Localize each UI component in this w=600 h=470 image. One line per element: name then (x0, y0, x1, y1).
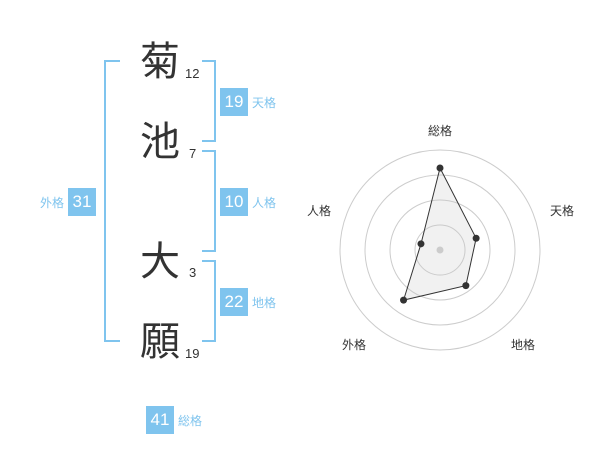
radar-point-1 (472, 234, 480, 242)
kanji-2: 池 (140, 119, 180, 165)
radar-label-gaikaku: 外格 (342, 338, 367, 352)
radar-ring-4 (339, 149, 541, 351)
soukaku-label: 総格 (178, 413, 203, 428)
radar-label-tenkaku: 天格 (550, 204, 575, 218)
radar-ring-1 (414, 224, 466, 276)
soukaku-badge: 41 総格 (146, 406, 206, 434)
gaikaku-label: 外格 (40, 195, 65, 210)
tenkaku-badge: 19 天格 (220, 88, 280, 116)
radar-ring-3 (364, 174, 516, 326)
radar-label-chikaku: 地格 (511, 338, 536, 352)
jinkaku-badge: 10 人格 (220, 188, 280, 216)
stroke-count-4: 19 (185, 346, 200, 361)
radar-ring-2 (389, 199, 491, 301)
jinkaku-value: 10 (220, 188, 248, 216)
tenkaku-label: 天格 (252, 95, 277, 110)
tenkaku-value: 19 (220, 88, 248, 116)
radar-series-polygon (402, 166, 477, 301)
radar-label-jinkaku: 人格 (307, 204, 332, 218)
chikaku-value: 22 (220, 288, 248, 316)
soukaku-value: 41 (146, 406, 174, 434)
kanji-4: 願 (140, 319, 180, 365)
radar-point-3 (400, 296, 408, 304)
chikaku-badge: 22 地格 (220, 288, 280, 316)
jinkaku-label: 人格 (252, 195, 277, 210)
stroke-count-2: 7 (189, 146, 197, 161)
kanji-1: 菊 (140, 39, 180, 85)
gaikaku-value: 31 (68, 188, 97, 216)
stroke-count-3: 3 (189, 265, 197, 280)
radar-label-soukaku: 総格 (428, 124, 453, 138)
radar-point-0 (436, 164, 444, 172)
tenkaku-bracket (202, 60, 216, 142)
gaikaku-bracket (104, 60, 120, 342)
stroke-count-1: 12 (185, 66, 200, 81)
chikaku-bracket (202, 260, 216, 342)
chikaku-label: 地格 (252, 295, 277, 310)
kanji-3: 大 (140, 239, 180, 285)
jinkaku-bracket (202, 150, 216, 252)
gaikaku-badge: 外格 31 (36, 188, 97, 216)
radar-center-dot (436, 246, 444, 254)
radar-point-4 (417, 240, 425, 248)
radar-point-2 (462, 282, 470, 290)
